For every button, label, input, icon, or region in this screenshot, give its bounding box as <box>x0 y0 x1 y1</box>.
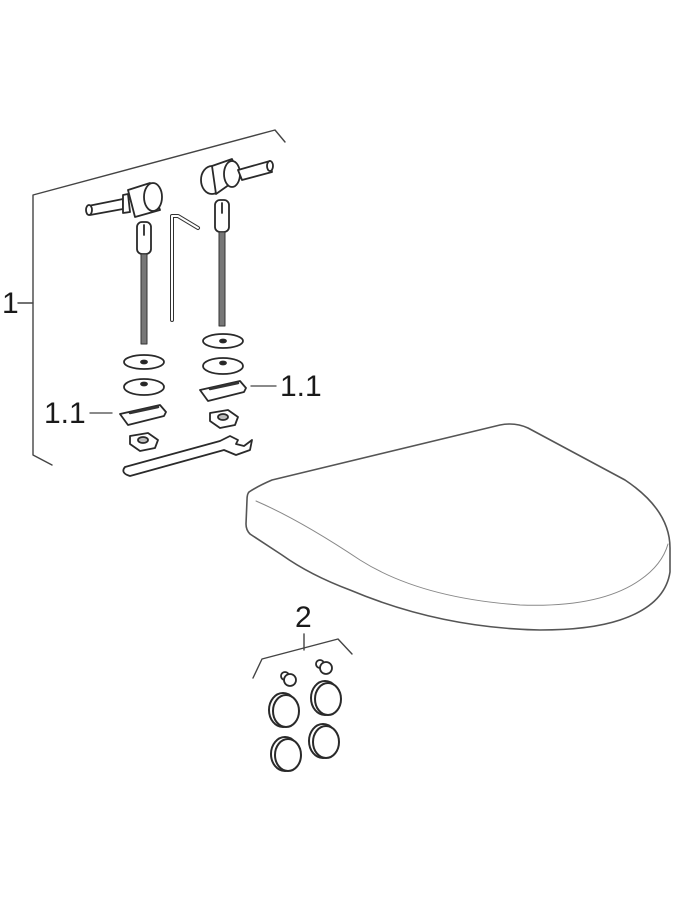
bracket-2 <box>252 633 353 679</box>
threaded-rod-left <box>136 221 152 345</box>
washers-right <box>202 333 244 375</box>
callout-1-1-right: 1.1 <box>280 370 322 403</box>
bracket-1 <box>17 129 286 466</box>
toilet-seat <box>245 423 671 631</box>
small-buffer-right <box>315 659 333 675</box>
seat-holder-right <box>199 380 247 402</box>
washers-left <box>123 354 165 396</box>
callout-2: 2 <box>295 601 312 634</box>
threaded-rod-right <box>214 199 230 327</box>
callout-1-1-left: 1.1 <box>44 397 86 430</box>
callout-1: 1 <box>2 287 19 320</box>
square-nut-left <box>129 432 159 452</box>
open-end-spanner <box>122 435 253 477</box>
small-buffer-left <box>280 671 297 687</box>
round-caps <box>268 680 342 772</box>
hex-key <box>170 214 200 322</box>
square-nut-right <box>209 409 239 429</box>
hinge-pin-left <box>85 182 163 218</box>
seat-holder-left <box>119 404 167 426</box>
hinge-pin-right <box>200 158 274 195</box>
